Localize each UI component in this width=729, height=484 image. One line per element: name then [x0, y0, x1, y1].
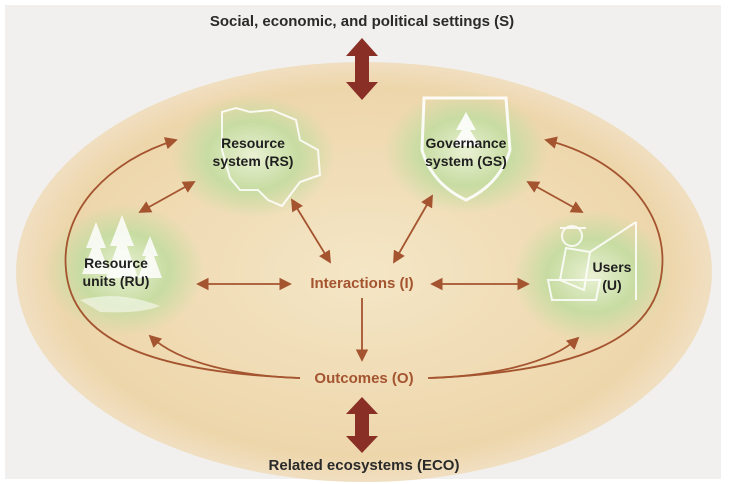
resource-units-label-line1: Resource	[84, 255, 148, 271]
settings-label: Social, economic, and political settings…	[209, 13, 515, 30]
governance-system-interactions-arrow	[393, 194, 433, 264]
users-label: Users (U)	[593, 258, 632, 294]
settings-double-arrow	[346, 38, 378, 100]
shield-badge-icon	[420, 96, 512, 202]
resource-system-label: Resource system (RS)	[213, 134, 294, 170]
trees-icon	[80, 215, 162, 313]
fisherman-icon	[546, 221, 637, 301]
interactions-label: Interactions (I)	[310, 275, 414, 292]
outcomes-to-resource-units-arrow	[148, 334, 301, 379]
resource-system-label-line2: system (RS)	[212, 153, 294, 169]
governance-system-label-line2: system (GS)	[425, 153, 507, 169]
governance-system-label-line1: Governance	[425, 135, 507, 151]
outcomes-label: Outcomes (O)	[314, 370, 414, 387]
governance-system-label: Governance system (GS)	[425, 134, 507, 170]
resource-system-label-line1: Resource	[221, 135, 285, 151]
resource-units-resource-system-arrow	[138, 181, 196, 213]
resource-units-label: Resource units (RU)	[83, 254, 150, 290]
ecosystems-double-arrow	[346, 397, 378, 453]
users-label-line1: Users	[592, 259, 632, 275]
resource-units-label-line2: units (RU)	[82, 273, 150, 289]
outcomes-to-governance-system-arrow	[427, 136, 664, 379]
outcomes-to-users-arrow	[429, 336, 580, 379]
governance-system-users-arrow	[526, 181, 584, 213]
resource-system-interactions-arrow	[291, 198, 331, 264]
map-outline-icon	[221, 106, 322, 208]
resource-system-glow	[171, 94, 335, 218]
ecosystems-label: Related ecosystems (ECO)	[268, 457, 460, 474]
users-glow	[512, 210, 672, 342]
outcomes-to-resource-system-arrow	[64, 137, 301, 379]
users-label-line2: (U)	[602, 277, 622, 293]
